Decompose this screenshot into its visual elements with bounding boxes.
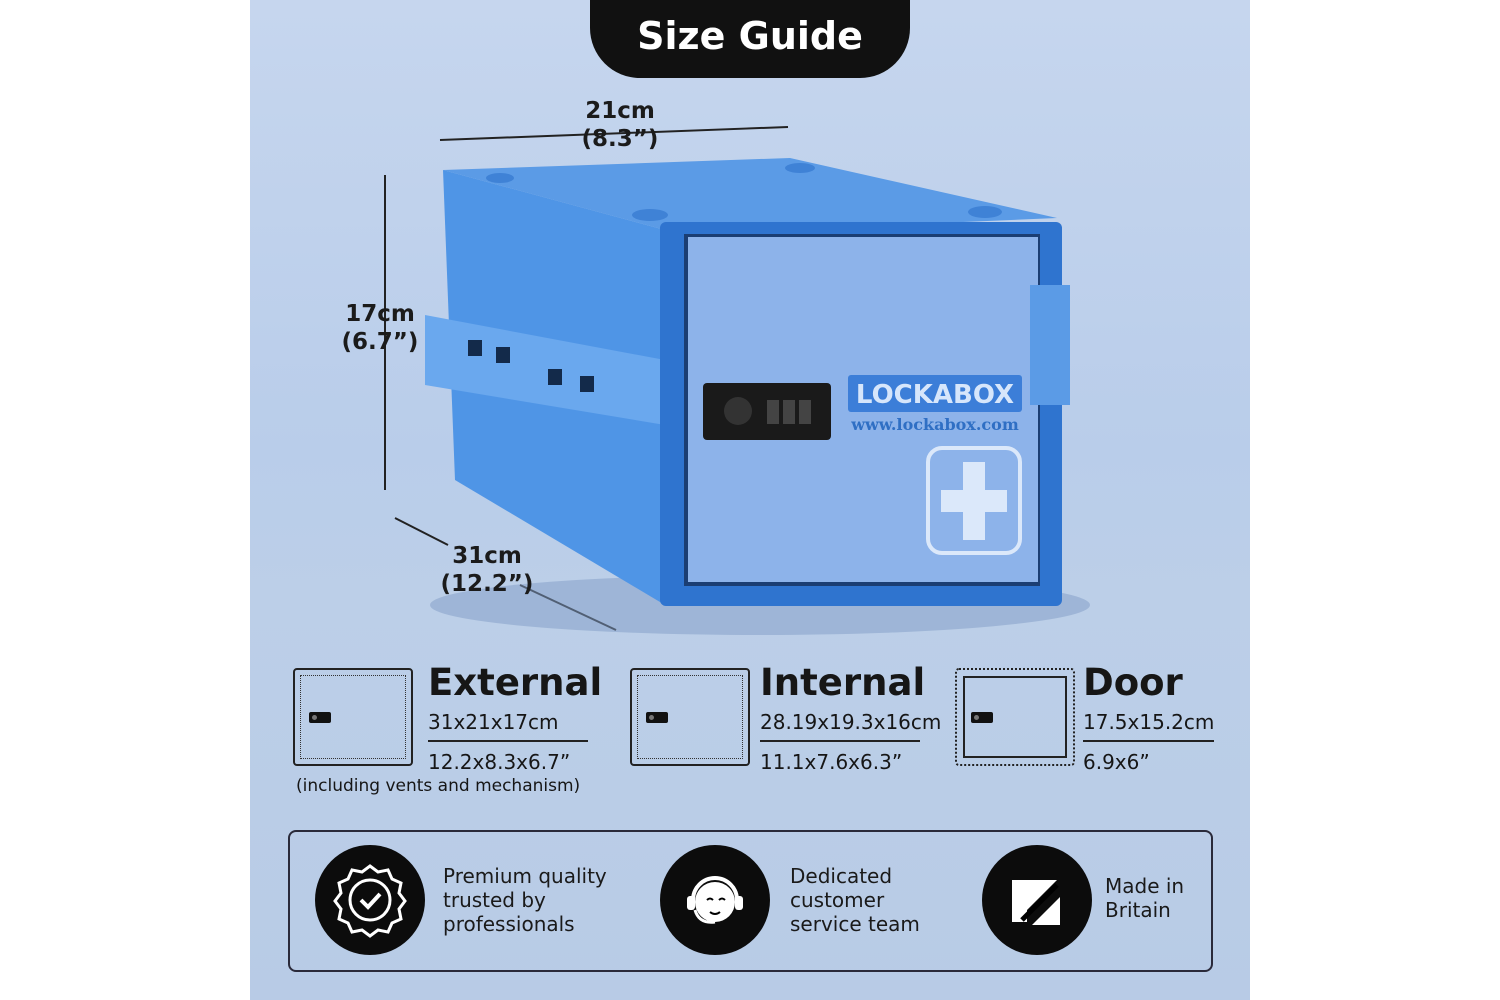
brand-logo — [848, 375, 1022, 412]
features-box — [288, 830, 1213, 972]
internal-diagram — [630, 668, 750, 766]
height-label: 17cm(6.7”) — [341, 301, 419, 355]
title-text: Size Guide — [637, 14, 863, 58]
svg-text:LOCKABOX: LOCKABOX — [856, 380, 1014, 410]
depth-label: 31cm(12.2”) — [440, 543, 534, 597]
external-diagram — [293, 668, 413, 766]
box-top — [443, 158, 1057, 234]
width-label: 21cm(8.3”) — [581, 98, 659, 152]
external-note: (including vents and mechanism) — [296, 776, 581, 796]
depth-line — [394, 517, 449, 546]
made-in-britain-icon — [982, 845, 1092, 955]
headset-agent-icon — [660, 845, 770, 955]
page-title: Size Guide — [590, 0, 910, 78]
door-diagram — [955, 668, 1075, 766]
medical-cross-icon — [926, 446, 1022, 555]
quality-badge-icon — [315, 845, 425, 955]
svg-text:www.lockabox.com: www.lockabox.com — [850, 415, 1019, 434]
width-line — [439, 126, 789, 141]
